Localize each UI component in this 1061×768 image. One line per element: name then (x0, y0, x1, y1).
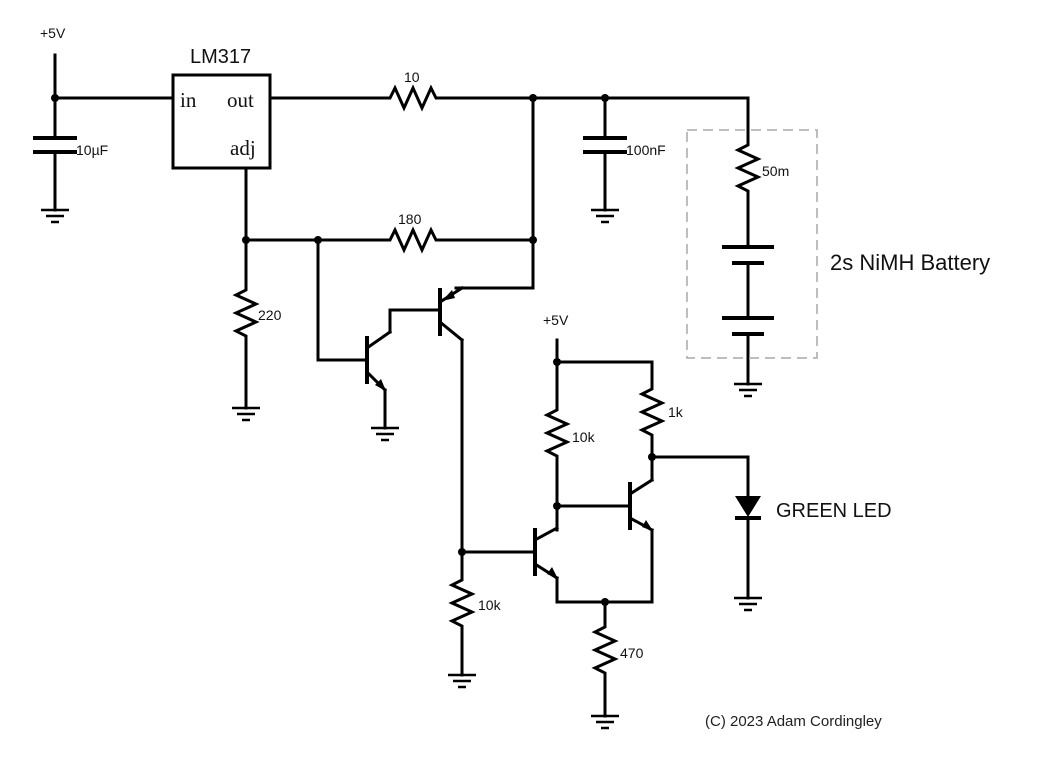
transistor-npn-led (626, 477, 655, 533)
regulator-name: LM317 (190, 46, 251, 68)
cap-output-label: 100nF (626, 142, 666, 158)
led-label: GREEN LED (776, 500, 892, 522)
ground-symbols (41, 208, 762, 730)
resistor-battery (734, 140, 762, 195)
pin-adj-label: adj (230, 136, 256, 160)
wires (53, 53, 750, 718)
pin-in-label: in (180, 88, 197, 112)
supply-label-bottom: +5V (543, 312, 569, 328)
resistor-battery-label: 50m (762, 163, 789, 179)
resistor-adj (232, 285, 260, 340)
transistor-npn-sense (353, 308, 393, 393)
cap-input-label: 10µF (76, 142, 108, 158)
resistor-base (448, 575, 476, 630)
battery-label: 2s NiMH Battery (830, 250, 990, 275)
resistor-set-label: 180 (398, 211, 422, 227)
resistor-set (385, 226, 440, 254)
battery-cells (722, 245, 774, 336)
resistor-series-label: 10 (404, 69, 420, 85)
capacitor-output (583, 136, 627, 154)
supply-label-top: +5V (40, 25, 66, 41)
lm317-regulator: LM317 in out adj (171, 46, 272, 170)
resistor-pull-right-label: 1k (668, 404, 684, 420)
capacitor-input (33, 128, 77, 160)
battery-outline (686, 129, 818, 359)
resistor-series (385, 84, 440, 112)
transistor-npn-driver (520, 525, 560, 581)
resistor-pull-left (543, 405, 571, 458)
junctions (51, 94, 656, 606)
resistor-pull-right (638, 384, 666, 437)
resistor-adj-label: 220 (258, 307, 282, 323)
resistor-emitter-label: 470 (620, 645, 644, 661)
resistor-emitter (591, 622, 619, 677)
pin-out-label: out (227, 88, 254, 112)
resistor-base-label: 10k (478, 597, 502, 613)
led-diode (735, 496, 761, 520)
transistor-pnp (437, 285, 465, 343)
resistor-pull-left-label: 10k (572, 429, 596, 445)
copyright-text: (C) 2023 Adam Cordingley (705, 713, 882, 730)
